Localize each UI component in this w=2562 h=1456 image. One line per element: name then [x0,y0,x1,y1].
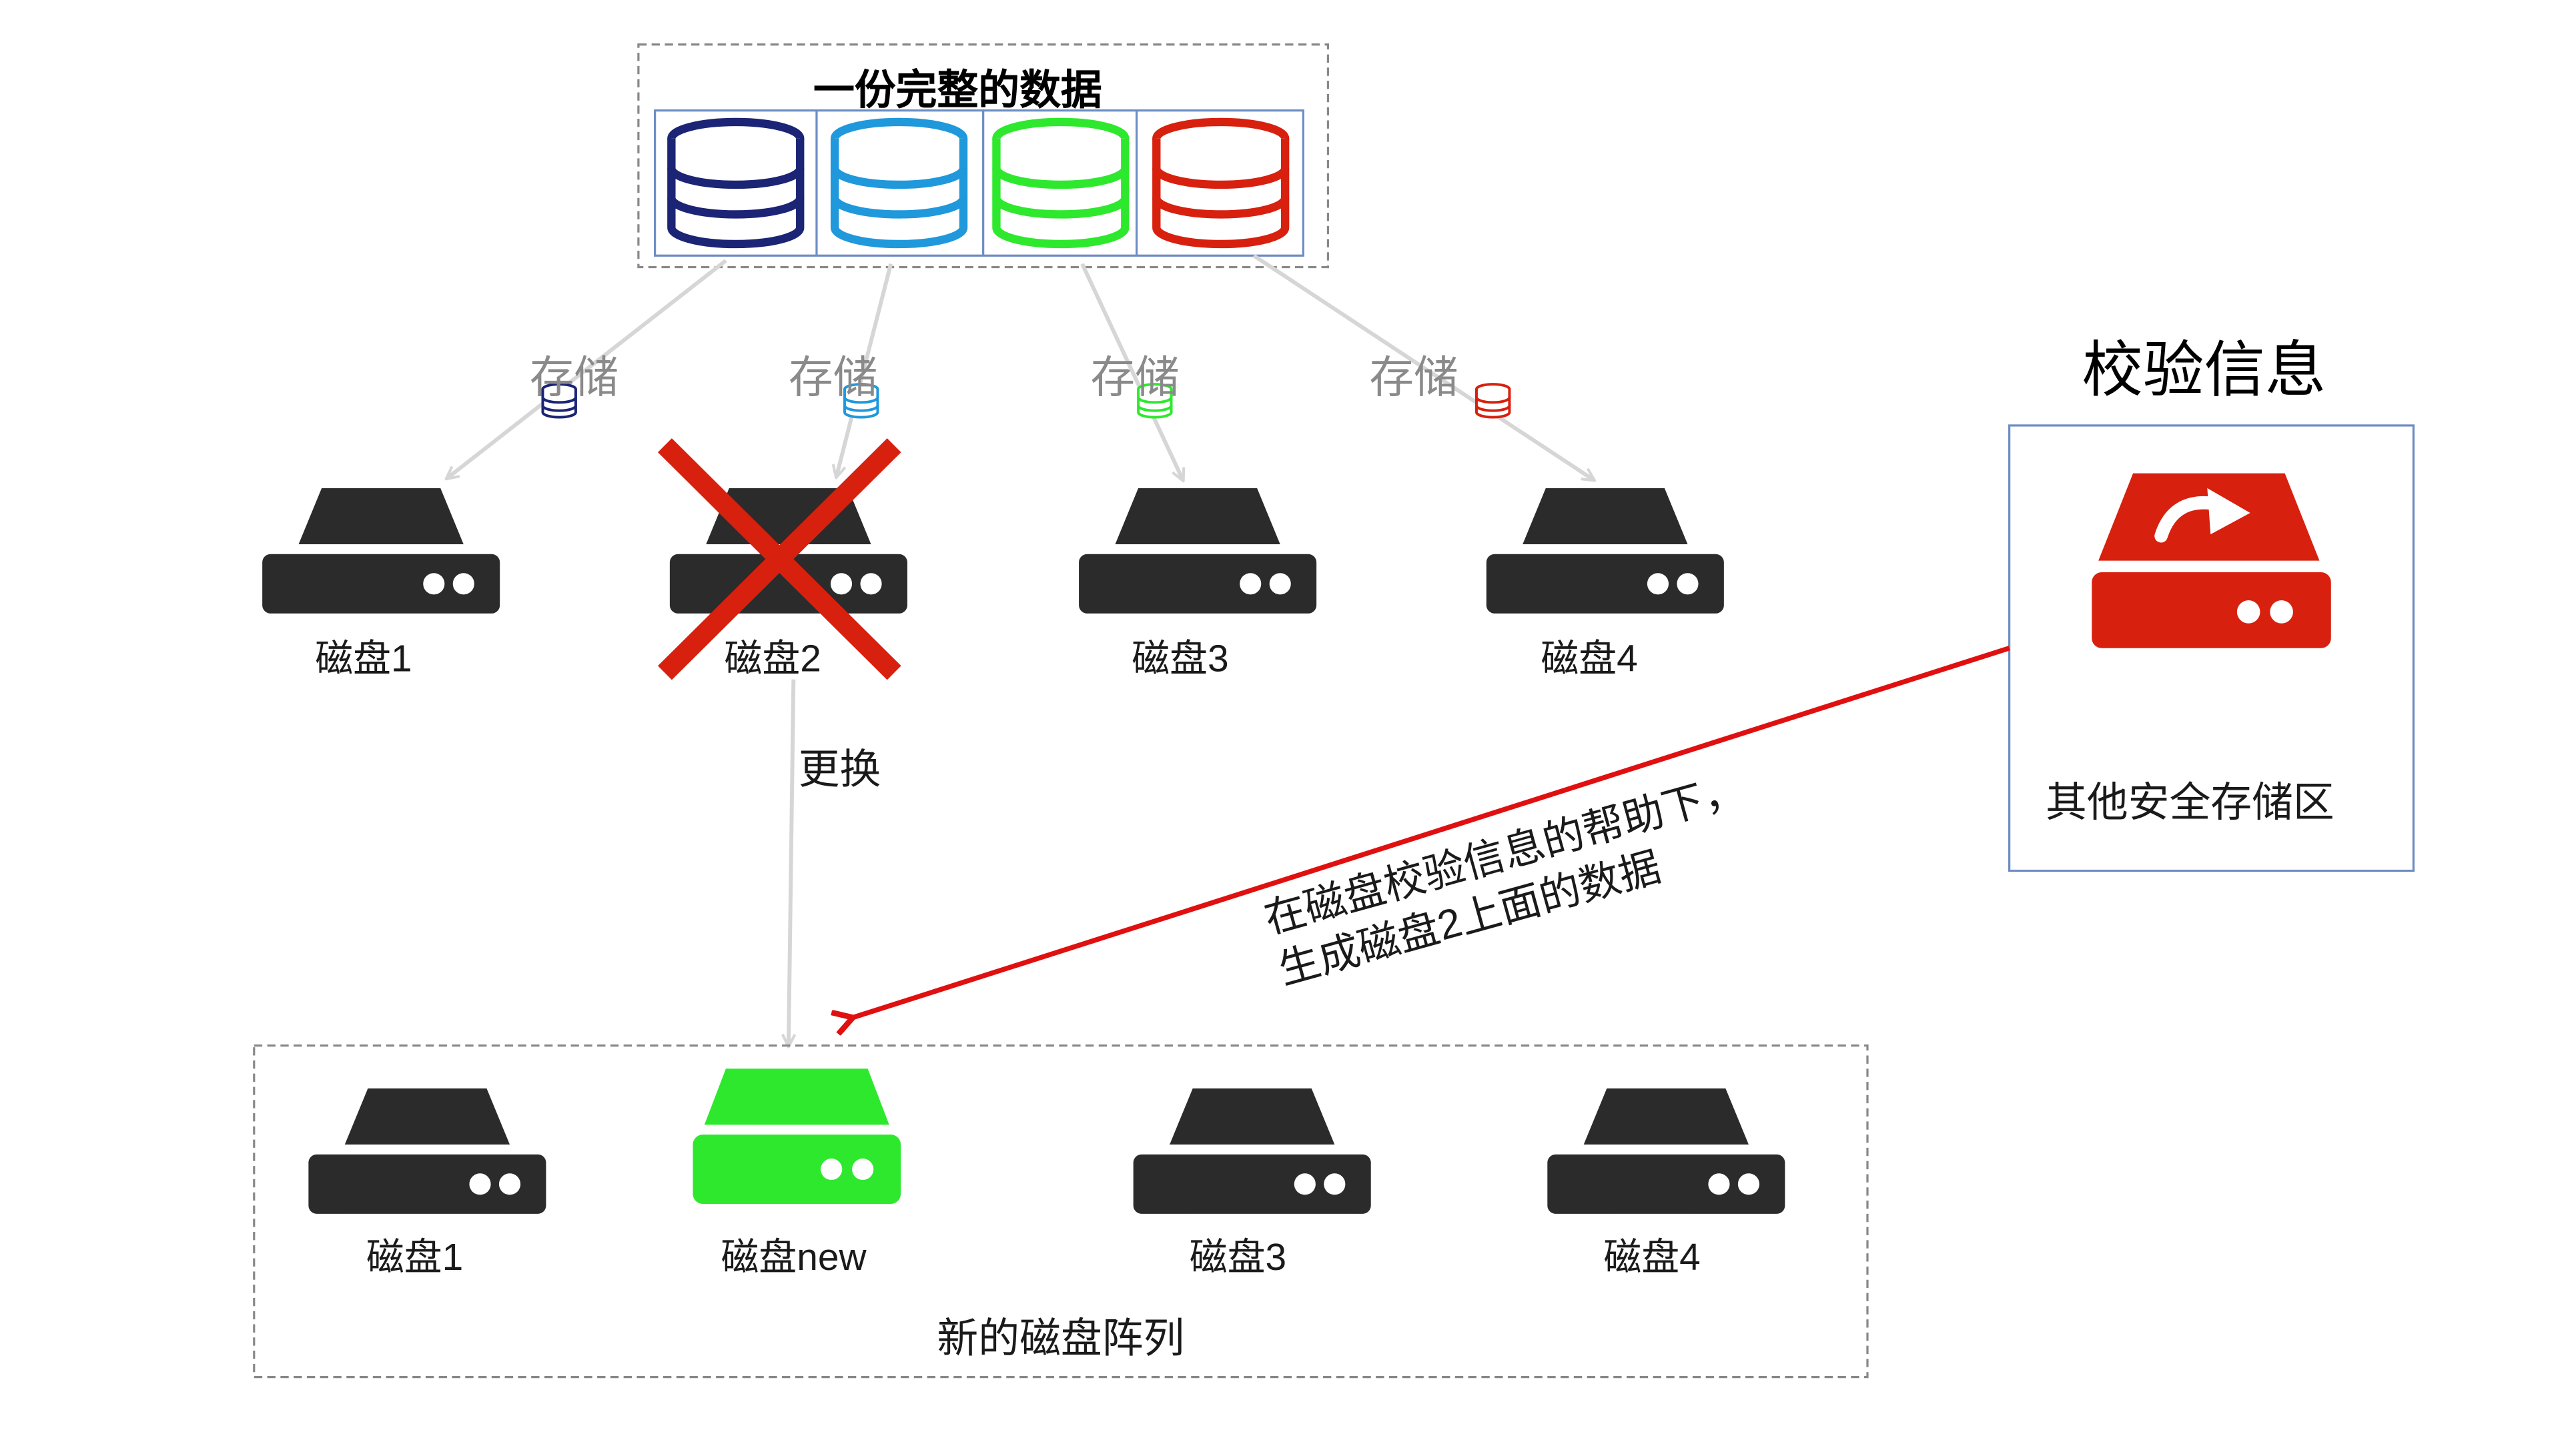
new-disk-server-icon [693,1068,901,1204]
rebuild-arrow [853,646,2010,1018]
store-arrow-4 [1252,253,1593,480]
store-label-3: 存储 [1090,353,1180,403]
new-array-disk-1-server-icon [308,1088,546,1214]
data-block-4-database-icon [1156,122,1285,244]
new-disk-label: 磁盘new [721,1235,867,1279]
disk-2-label: 磁盘2 [724,636,821,680]
data-box-title: 一份完整的数据 [813,67,1102,114]
new-array-disk-1-label: 磁盘1 [366,1235,464,1279]
store-arrow-2 [837,263,893,477]
new-array-disk-4-server-icon [1547,1088,1785,1214]
new-array-border [253,1044,1869,1379]
disk-3-server-icon [1079,488,1317,614]
replace-label: 更换 [798,747,881,794]
data-block-2-database-icon [835,122,963,244]
store-arrow-1 [447,259,727,478]
failure-cross-icon [658,438,901,680]
parity-disk-icon [2092,473,2331,648]
store-label-1: 存储 [529,353,619,403]
data-box-border [637,43,1330,269]
new-array-disk-3-label: 磁盘3 [1189,1235,1287,1279]
new-array-title: 新的磁盘阵列 [937,1316,1185,1363]
small-database-icon-4 [1474,383,1511,419]
data-block-3-database-icon [996,122,1125,244]
store-arrow-3 [1080,263,1183,480]
disk-4-server-icon [1486,488,1724,614]
new-array-disk-4-label: 磁盘4 [1603,1235,1701,1279]
disk-4-label: 磁盘4 [1541,636,1638,680]
disk-1-server-icon [262,488,500,614]
store-label-2: 存储 [788,353,878,403]
replace-arrow [789,679,793,1046]
data-block-1-database-icon [671,122,800,244]
disk-3-label: 磁盘3 [1132,636,1229,680]
verification-storage-label: 其他安全存储区 [2046,780,2334,826]
store-label-4: 存储 [1369,353,1458,403]
new-array-disk-3-server-icon [1133,1088,1371,1214]
verification-title: 校验信息 [2082,336,2326,404]
disk-1-label: 磁盘1 [315,636,412,680]
